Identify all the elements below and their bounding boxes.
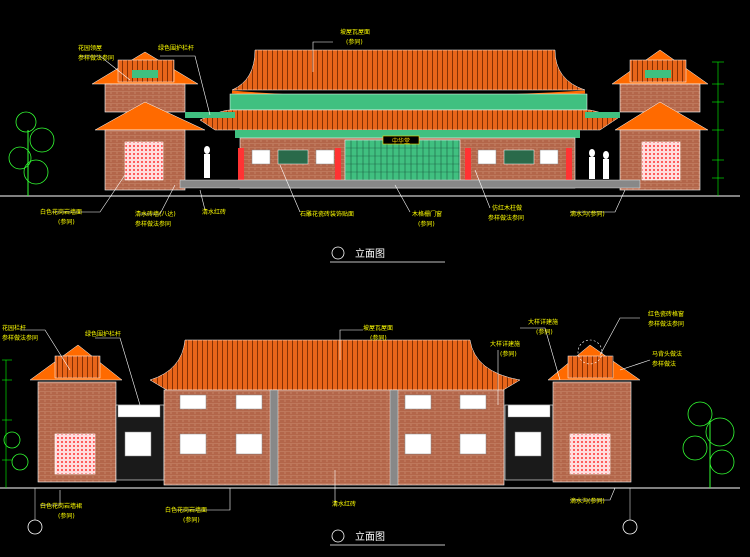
label-b-stone-shutter-sub: (参同) (536, 328, 553, 336)
label-b-stone-base: 白色花岗岩墙裙 (40, 502, 82, 510)
left-pavilion (91, 51, 206, 191)
label-b-red-brick: 清水红砖 (332, 500, 356, 508)
tree-left-bottom (3, 431, 29, 471)
svg-text:立面图: 立面图 (355, 247, 385, 260)
title-bottom: 立面图 (27, 488, 638, 546)
label-b-stone-base-sub: (参同) (58, 512, 75, 520)
label-b-detail-sub: (参同) (500, 350, 517, 358)
label-b-green-railing: 绿色围护栏杆 (85, 330, 121, 338)
label-wood-door-sub: (参同) (418, 220, 435, 228)
label-b-red-tile: 红色瓷砖格窗 (648, 310, 684, 318)
label-b-wall-color: 白色花岗岩墙面 (165, 506, 207, 514)
leaders-bottom (20, 317, 651, 511)
title-top: 立面图 (330, 246, 445, 263)
label-b-main-roof: 坡屋瓦屋面 (363, 324, 393, 332)
label-b-hip-roof: 马背头做法 (652, 350, 682, 358)
tree-right-bottom (682, 401, 735, 488)
dimension-marks-bottom (2, 359, 12, 488)
label-main-roof-sub: (参同) (346, 38, 363, 46)
tree-left-top (8, 111, 55, 196)
label-b-hip-roof-sub: 参样做法 (652, 360, 676, 368)
right-house-bottom (547, 339, 641, 483)
label-wall-color: 白色花岗岩墙面 (40, 208, 82, 216)
label-left-roof-sub: 参样做法参同 (78, 54, 114, 62)
label-b-flower-railing-sub: 参样做法参同 (2, 334, 38, 342)
label-b-main-roof-sub: (参同) (370, 334, 387, 342)
label-brick-wall: 清水砖墙(八达) (135, 210, 176, 218)
label-b-drain: 滴水沟(参同) (570, 497, 605, 505)
main-hall-bottom (149, 339, 521, 486)
label-main-roof: 坡屋瓦屋面 (340, 28, 370, 36)
leaders-top (52, 41, 626, 215)
label-wood-door: 木格栅门窗 (412, 210, 442, 218)
label-left-roof: 花园领屋 (78, 44, 102, 52)
bottom-elevation: 坡屋瓦屋面 (参同) 花园栏杆 参样做法参同 绿色围护栏杆 大样详建施 (参同)… (0, 310, 740, 546)
label-brick-wall-sub: 参样做法参同 (135, 220, 171, 228)
label-b-detail: 大样详建施 (490, 340, 520, 348)
label-b-wall-color-sub: (参同) (183, 516, 200, 524)
label-tile-deco: 石雕花瓷砖装饰贴面 (300, 210, 354, 218)
label-b-red-tile-sub: 参样做法参同 (648, 320, 684, 328)
label-column: 仿红木柱做 (492, 204, 522, 212)
label-railing: 绿色围护栏杆 (158, 44, 194, 52)
label-wall-color-sub: (参同) (58, 218, 75, 226)
left-house-bottom (29, 344, 123, 483)
right-pavilion (611, 49, 709, 191)
label-column-sub: 参样做法参同 (488, 214, 524, 222)
label-b-stone-shutter: 大样详建施 (528, 318, 558, 326)
label-drain: 滴水沟(参同) (570, 210, 605, 218)
hall-plaque: 中华堂 (392, 137, 410, 145)
human-figures (204, 146, 609, 179)
svg-text:立面图: 立面图 (355, 530, 385, 543)
main-hall: 中华堂 (179, 49, 641, 189)
label-red-brick: 清水红砖 (202, 208, 226, 216)
dimension-marks-top (712, 61, 724, 196)
label-b-flower-railing: 花园栏杆 (2, 324, 26, 332)
top-elevation: 中华堂 (0, 28, 740, 263)
